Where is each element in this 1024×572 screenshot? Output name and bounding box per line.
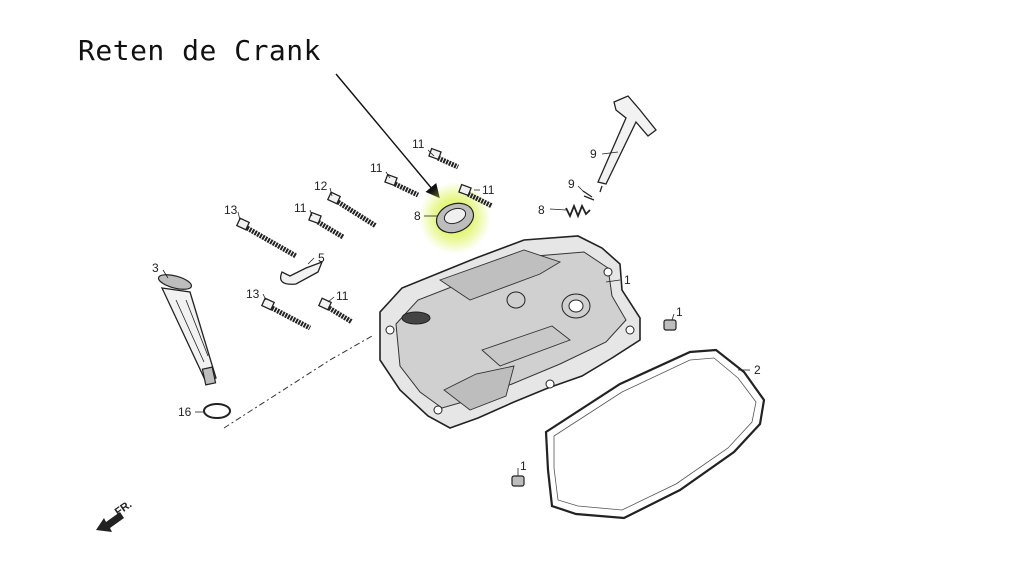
front-direction-indicator: FR.: [96, 498, 134, 532]
label-11-bottom: 11: [336, 289, 349, 303]
bolt-12: [326, 191, 378, 229]
dipstick-part-3: [157, 274, 217, 386]
bolt-11-mid: [384, 173, 420, 198]
gasket-part-2: [544, 348, 766, 520]
label-9-rod: 9: [590, 147, 597, 161]
dowel-pin-bottom: [511, 475, 525, 487]
crankcase-cover-part-1: [379, 235, 641, 429]
callout-arrow: [335, 73, 440, 199]
dowel-pin-right: [663, 319, 677, 331]
bolt-13-top: [235, 217, 298, 259]
spring-pin-part-9: [582, 190, 595, 201]
bolt-11-right: [458, 183, 494, 209]
bolt-11-left: [308, 211, 345, 240]
shift-rod-part-9: [597, 95, 657, 193]
crank-seal: [435, 202, 475, 234]
label-12: 12: [314, 179, 328, 193]
label-13-top: 13: [224, 203, 238, 217]
label-16: 16: [178, 405, 192, 419]
spring-part-8: [565, 203, 591, 219]
leader-lines: [162, 149, 750, 476]
gasket-inner: [553, 357, 757, 511]
bolt-11-top: [428, 147, 460, 170]
front-arrow-icon: [96, 512, 124, 532]
label-9-pin: 9: [568, 177, 575, 191]
label-8-seal: 8: [414, 209, 421, 223]
bolt-13-bottom: [260, 297, 312, 331]
label-11-top: 11: [412, 137, 425, 151]
label-11-mid: 11: [370, 161, 383, 175]
bolt-11-bottom: [317, 297, 354, 325]
label-11-left: 11: [294, 201, 307, 215]
diagram-title: Reten de Crank: [78, 34, 322, 67]
label-1-pin-bottom: 1: [520, 459, 527, 473]
label-1-cover: 1: [624, 273, 631, 287]
label-13-bottom: 13: [246, 287, 260, 301]
label-8-spring: 8: [538, 203, 545, 217]
label-5: 5: [318, 251, 325, 265]
label-1-pin-right: 1: [676, 305, 683, 319]
alignment-dashed-line: [223, 335, 373, 429]
label-2: 2: [754, 363, 761, 377]
o-ring-part-16: [203, 403, 231, 419]
clamp-part-5: [279, 260, 324, 285]
label-3: 3: [152, 261, 159, 275]
label-11-right: 11: [482, 183, 495, 197]
